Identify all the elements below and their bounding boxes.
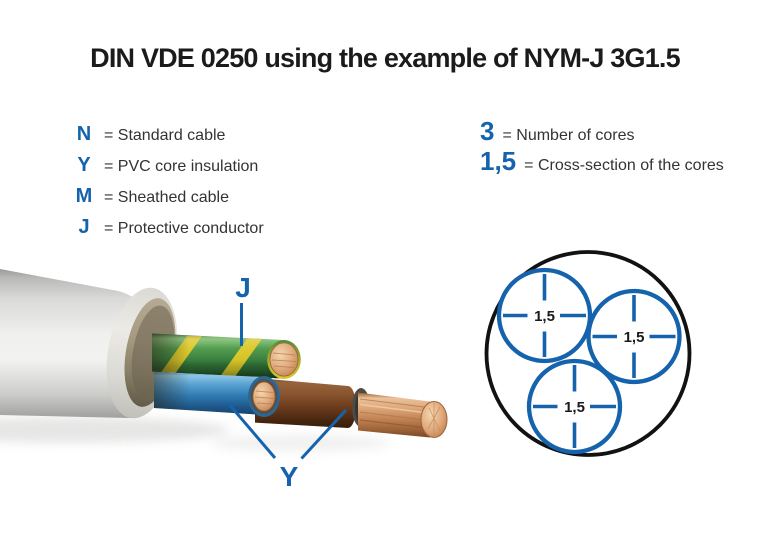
brown-core xyxy=(255,377,448,438)
pointer-line-y-left xyxy=(226,402,277,459)
label-j: J xyxy=(235,272,251,303)
legend-code-cores: 3 xyxy=(480,116,495,146)
copper-conductor-bare xyxy=(358,392,448,438)
legend-desc-cross-section: = Cross-section of the cores xyxy=(524,157,724,174)
legend-row-n: N = Standard cable xyxy=(73,119,264,150)
core-circle-top-left: 1,5 xyxy=(496,267,593,364)
legend-row-y: Y = PVC core insulation xyxy=(73,150,264,181)
legend-row-j: J = Protective conductor xyxy=(73,212,264,243)
core-size-label: 1,5 xyxy=(564,399,585,416)
legend-desc-n: = Standard cable xyxy=(104,127,226,144)
blue-core-copper-face xyxy=(252,381,276,412)
core-circle-bottom: 1,5 xyxy=(526,358,623,455)
legend-desc-cores: = Number of cores xyxy=(502,127,635,144)
page-title: DIN VDE 0250 using the example of NYM-J … xyxy=(90,43,681,73)
cross-section-diagram: 1,5 1,5 1,5 xyxy=(484,250,692,457)
legend-desc-j: = Protective conductor xyxy=(104,220,264,237)
cable-tip-shadow xyxy=(210,435,390,451)
cable-illustration: J Y xyxy=(0,269,448,492)
pointer-line-y-right xyxy=(300,408,348,460)
legend-code-j: J xyxy=(78,216,90,238)
cable-shadow xyxy=(0,417,230,443)
legend-row-cross-section: 1,5 = Cross-section of the cores xyxy=(480,146,724,176)
legend-cable-letters: N = Standard cable Y = PVC core insulati… xyxy=(73,119,264,243)
core-size-label: 1,5 xyxy=(534,308,555,325)
core-circle-right: 1,5 xyxy=(586,288,682,385)
legend-code-n: N xyxy=(76,123,92,145)
core-size-label: 1,5 xyxy=(624,329,645,346)
legend-desc-y: = PVC core insulation xyxy=(104,158,259,175)
legend-row-m: M = Sheathed cable xyxy=(73,181,264,212)
legend-desc-m: = Sheathed cable xyxy=(104,189,229,206)
green-yellow-core xyxy=(152,333,301,379)
legend-code-cross-section: 1,5 xyxy=(480,146,517,176)
label-y: Y xyxy=(280,461,299,492)
blue-core xyxy=(154,372,280,417)
legend-row-cores: 3 = Number of cores xyxy=(480,116,724,146)
legend-code-m: M xyxy=(75,185,93,207)
legend-code-y: Y xyxy=(77,154,91,176)
green-core-copper-face xyxy=(269,342,299,377)
legend-cable-numbers: 3 = Number of cores 1,5 = Cross-section … xyxy=(480,116,724,176)
